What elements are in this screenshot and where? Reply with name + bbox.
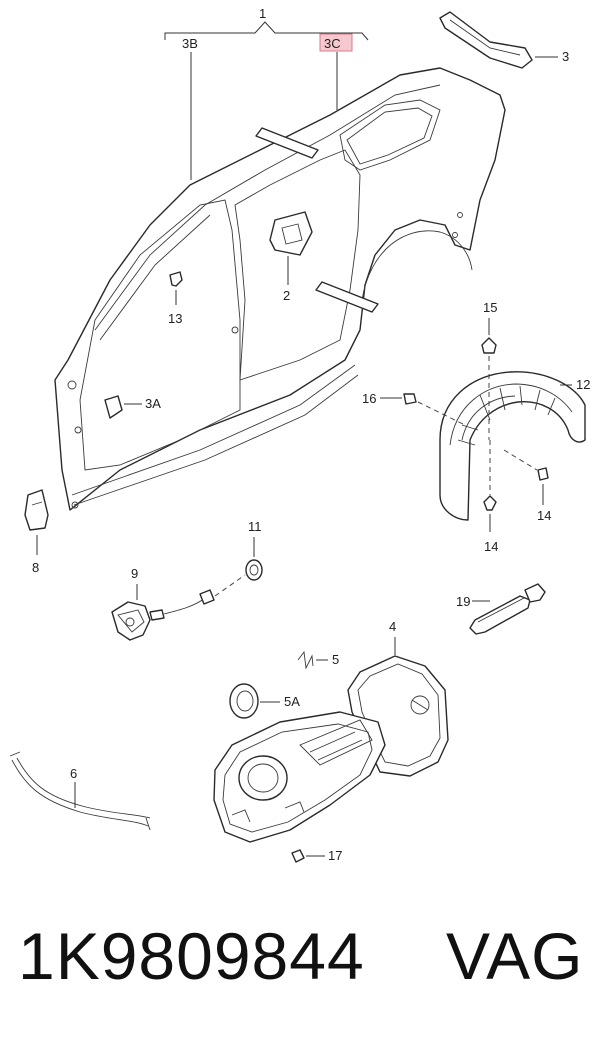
fuel-filler-housing [213,711,386,843]
label-3: 3 [562,49,569,64]
cut-mark-sill [315,281,379,313]
label-17: 17 [328,848,342,863]
part-11-grommet: 11 [245,519,263,581]
part-13-clip: 13 [168,271,183,326]
label-3b: 3B [182,36,198,51]
label-14-bottom: 14 [484,539,498,554]
brand-name: VAG [446,919,584,993]
cut-mark-roof [255,127,319,159]
side-panel-outline [54,67,506,511]
label-13: 13 [168,311,182,326]
part-8-bracket: 8 [24,489,49,575]
callout-group-1: 1 3B 3C [164,6,369,180]
part-5-spring: 5 [297,650,339,670]
part-19-strut: 19 [456,583,546,635]
label-3a: 3A [145,396,161,411]
label-8: 8 [32,560,39,575]
part-3a-bracket: 3A [104,395,161,419]
label-4: 4 [389,619,396,634]
front-door-opening [79,199,241,471]
label-3c-highlight [319,33,353,52]
part-2-bracket: 2 [269,211,313,303]
label-14-right: 14 [537,508,551,523]
label-19: 19 [456,594,470,609]
wheel-arch [361,230,473,301]
rear-door-opening [234,149,361,381]
part-3-strip: 3 [439,11,569,69]
side-panel-assembly [54,67,506,511]
part-16-screw: 16 [362,391,466,426]
part-number: 1K9809844 [18,919,365,993]
label-9: 9 [131,566,138,581]
label-16: 16 [362,391,376,406]
label-2: 2 [283,288,290,303]
label-5: 5 [332,652,339,667]
label-12: 12 [576,377,590,392]
label-3c: 3C [324,36,341,51]
part-6-drain-hose: 6 [9,751,151,831]
label-6: 6 [70,766,77,781]
label-11: 11 [248,519,262,534]
part-12-wheel-liner: 12 [439,371,590,521]
label-5a: 5A [284,694,300,709]
part-14-clip-right: 14 [503,449,551,523]
part-15-clip: 15 [481,300,497,440]
label-1: 1 [259,6,266,21]
part-5a-gasket: 5A [229,683,300,719]
part-14-clip-bottom: 14 [483,440,498,554]
part-9-actuator: 9 [111,566,246,641]
part-17-clip: 17 [291,848,342,863]
part-number-caption: 1K9809844 VAG [0,918,600,1008]
quarter-window [339,99,441,171]
label-15: 15 [483,300,497,315]
